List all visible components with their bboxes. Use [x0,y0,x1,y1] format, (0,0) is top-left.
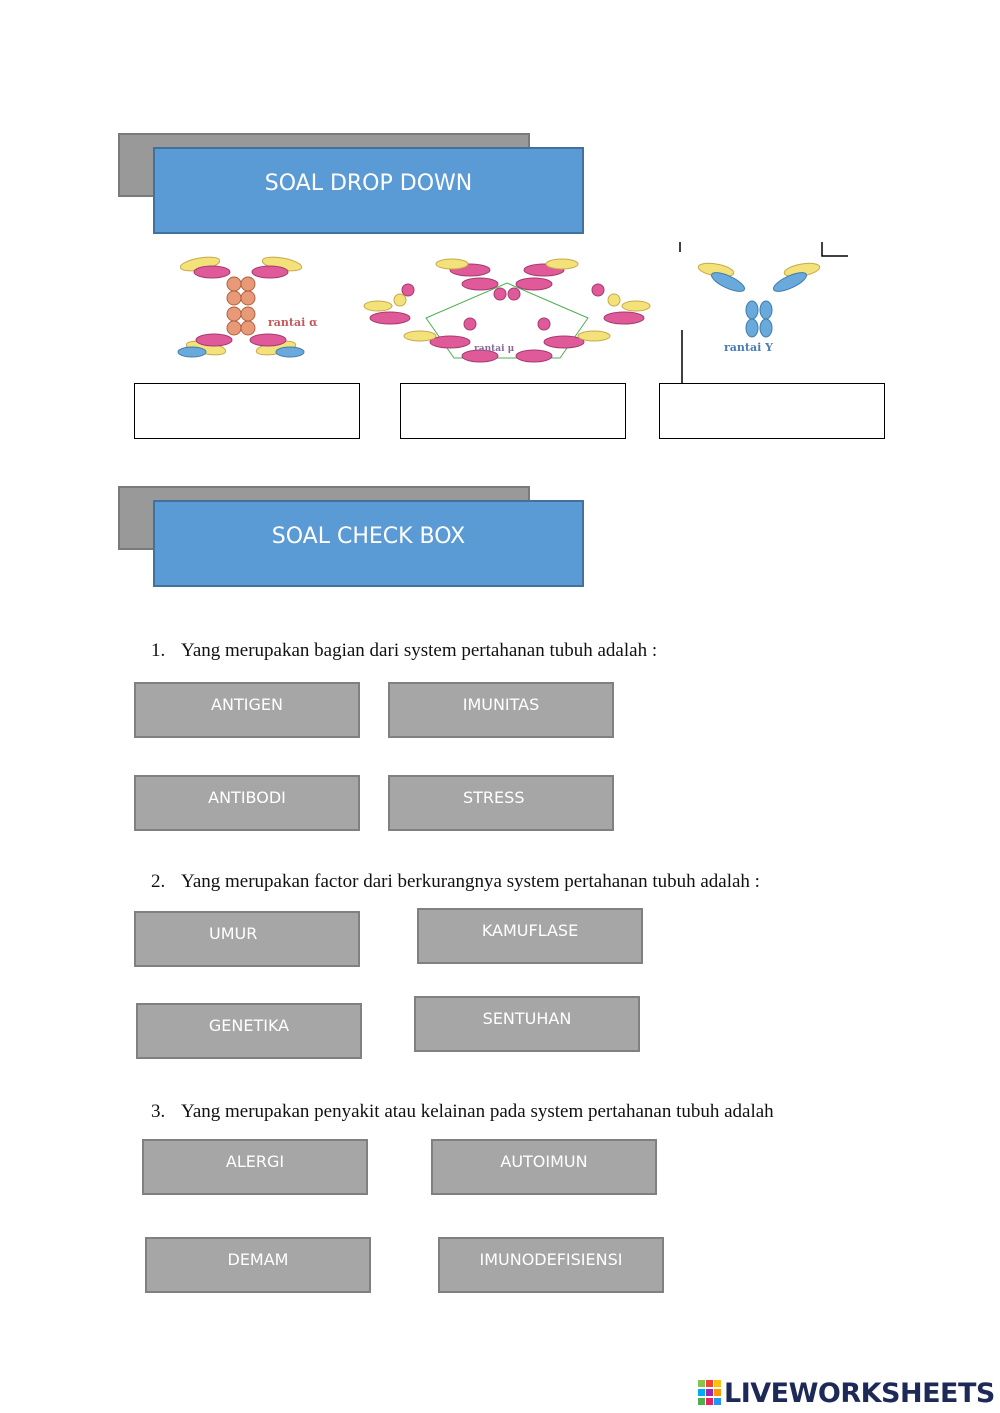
antibody-caption-2: rantai μ [474,344,515,354]
antibody-image-monomer-alpha: rantai α [177,256,318,358]
option-label: ALERGI [225,1152,285,1171]
antibody-caption-1: rantai α [268,316,318,329]
option-autoimun[interactable]: AUTOIMUN [431,1139,657,1195]
option-label: KAMUFLASE [481,921,579,940]
option-demam[interactable]: DEMAM [145,1237,371,1293]
option-label: ANTIGEN [211,695,283,714]
question-2-number: 2. [151,871,166,892]
option-label: IMUNITAS [462,695,540,714]
liveworksheets-logo: LIVEWORKSHEETS [698,1376,995,1410]
option-alergi[interactable]: ALERGI [142,1139,368,1195]
dropdown-answer-3[interactable] [659,383,885,439]
option-label: DEMAM [227,1250,289,1269]
option-stress[interactable]: STRESS [388,775,614,831]
question-1-number: 1. [151,640,166,661]
option-antibodi[interactable]: ANTIBODI [134,775,360,831]
section2-title-text: SOAL CHECK BOX [271,524,466,549]
option-label: STRESS [463,788,525,807]
option-sentuhan[interactable]: SENTUHAN [414,996,640,1052]
question-1: 1. Yang merupakan bagian dari system pert… [151,640,657,662]
option-label: UMUR [209,924,258,943]
question-2-text: Yang merupakan factor dari berkurangnya … [181,871,760,892]
option-label: AUTOIMUN [500,1152,588,1171]
option-antigen[interactable]: ANTIGEN [134,682,360,738]
question-3-number: 3. [151,1101,166,1122]
antibody-image-pentamer-mu: rantai μ [363,258,651,363]
option-genetika[interactable]: GENETIKA [136,1003,362,1059]
question-1-text: Yang merupakan bagian dari system pertah… [181,640,658,661]
question-2: 2. Yang merupakan factor dari berkurangny… [151,871,760,893]
liveworksheets-logo-text: LIVEWORKSHEETS [724,1377,995,1409]
question-3-text: Yang merupakan penyakit atau kelainan pa… [181,1101,774,1122]
option-kamuflase[interactable]: KAMUFLASE [417,908,643,964]
option-umur[interactable]: UMUR [134,911,360,967]
option-label: ANTIBODI [208,788,286,807]
option-label: IMUNODEFISIENSI [479,1250,623,1269]
dropdown-answer-1[interactable] [134,383,360,439]
liveworksheets-logo-icon [698,1380,721,1405]
dropdown-answer-2[interactable] [400,383,626,439]
option-label: GENETIKA [208,1016,290,1035]
option-imunitas[interactable]: IMUNITAS [388,682,614,738]
antibody-caption-3: rantai Υ [724,341,773,354]
section2-title: SOAL CHECK BOX [153,500,584,587]
question-3: 3. Yang merupakan penyakit atau kelainan … [151,1101,774,1123]
section1-title: SOAL DROP DOWN [153,147,584,234]
section1-title-text: SOAL DROP DOWN [264,171,473,196]
antibody-image-gamma: rantai Υ [679,242,848,385]
option-imunodefisiensi[interactable]: IMUNODEFISIENSI [438,1237,664,1293]
option-label: SENTUHAN [482,1009,572,1028]
